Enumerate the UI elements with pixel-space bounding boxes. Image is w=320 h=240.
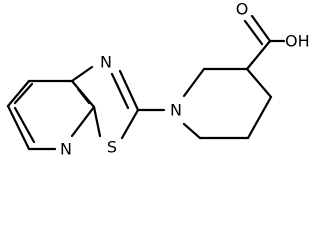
carboxylic-acid [243, 14, 286, 71]
bond [245, 39, 272, 71]
bond [70, 105, 96, 138]
pyridine-ring [6, 79, 96, 151]
bond [92, 105, 102, 138]
bond [6, 79, 31, 108]
bond [118, 69, 140, 112]
bond [246, 95, 273, 140]
bond [120, 108, 140, 140]
bond [110, 72, 130, 110]
bond [250, 14, 272, 43]
bond [243, 19, 264, 46]
atom-label-s-thiazole: S [107, 138, 117, 157]
bond [182, 67, 206, 98]
bond [70, 65, 94, 83]
chemical-structure: N N S N O OH [6, 0, 310, 159]
atom-label-n-pyridine: N [60, 140, 72, 159]
bond [6, 104, 31, 151]
bond [182, 122, 202, 140]
atom-label-carboxyl-o: O [236, 0, 249, 19]
thiazole-ring [70, 65, 140, 140]
piperidine-ring [136, 67, 273, 140]
bond [13, 82, 34, 105]
bond [76, 87, 91, 105]
atom-label-carboxyl-oh: OH [285, 32, 310, 51]
bond [13, 106, 36, 144]
atom-label-n-piperidine: N [170, 101, 182, 120]
bond [245, 67, 273, 99]
atom-label-n-thiazole: N [100, 53, 112, 72]
